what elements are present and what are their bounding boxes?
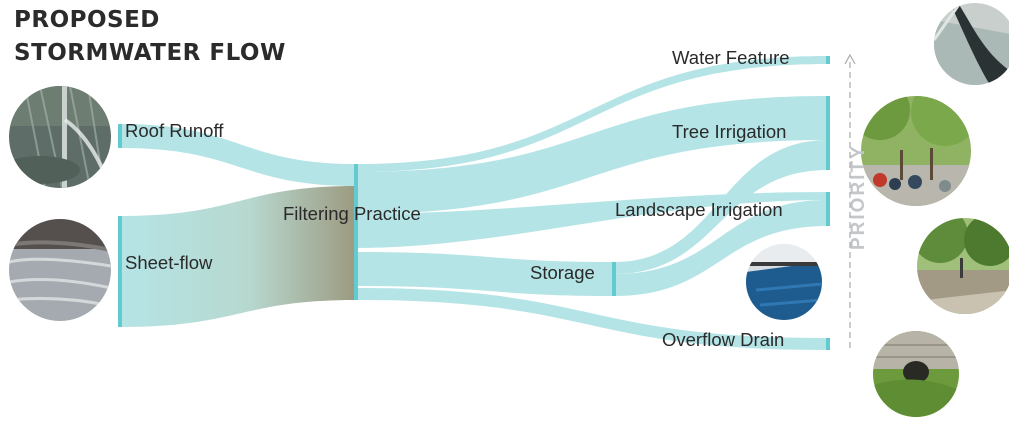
label-tree-irrigation: Tree Irrigation: [672, 121, 787, 142]
node-bar-tree-irrigation: [826, 96, 830, 170]
node-bar-water-feature: [826, 56, 830, 64]
flow-filter-to-landscape-irrigation: [356, 192, 828, 248]
label-roof-runoff: Roof Runoff: [125, 120, 224, 141]
rain-photo: [9, 86, 111, 188]
plaza-trees-photo: [861, 96, 971, 206]
node-bar-roof-runoff: [118, 124, 122, 148]
flow-storage-to-tree-irrigation: [614, 140, 828, 274]
node-bar-sheet-flow: [118, 216, 122, 327]
label-landscape-irrigation: Landscape Irrigation: [615, 199, 783, 220]
label-sheet-flow: Sheet-flow: [125, 252, 213, 273]
node-bar-landscape-irrigation: [826, 192, 830, 226]
label-storage: Storage: [530, 262, 595, 283]
diagram-title: PROPOSED STORMWATER FLOW: [14, 4, 286, 70]
flow-filter-to-storage: [356, 252, 614, 296]
flow-ribbons: [120, 56, 828, 350]
priority-label: PRIORITY: [848, 144, 869, 250]
priority-axis: [844, 53, 856, 352]
title-line-2: STORMWATER FLOW: [14, 40, 286, 66]
title-line-1: PROPOSED: [14, 7, 160, 33]
flow-roof-to-filter: [120, 124, 356, 186]
node-bar-overflow-drain: [826, 338, 830, 350]
flow-filter-to-water-feature: [356, 56, 828, 172]
sheet-flow-photo: [9, 219, 111, 321]
label-overflow-drain: Overflow Drain: [662, 329, 785, 350]
label-water-feature: Water Feature: [672, 47, 790, 68]
landscape-photo: [917, 218, 1009, 314]
drain-culvert-photo: [873, 331, 959, 417]
water-feature-photo: [934, 3, 1009, 85]
node-bar-filtering-practice: [354, 164, 358, 300]
priority-arrow-icon: [844, 53, 856, 65]
cistern-photo: [746, 244, 822, 320]
node-bar-storage: [612, 262, 616, 296]
label-filtering-practice: Filtering Practice: [283, 203, 421, 224]
node-bars: [118, 56, 830, 350]
flow-filter-to-tree-irrigation: [356, 96, 828, 214]
flow-sheet-to-filter: [120, 186, 356, 327]
flow-storage-to-landscape-irrigation: [614, 200, 828, 296]
flow-filter-to-overflow: [356, 288, 828, 350]
